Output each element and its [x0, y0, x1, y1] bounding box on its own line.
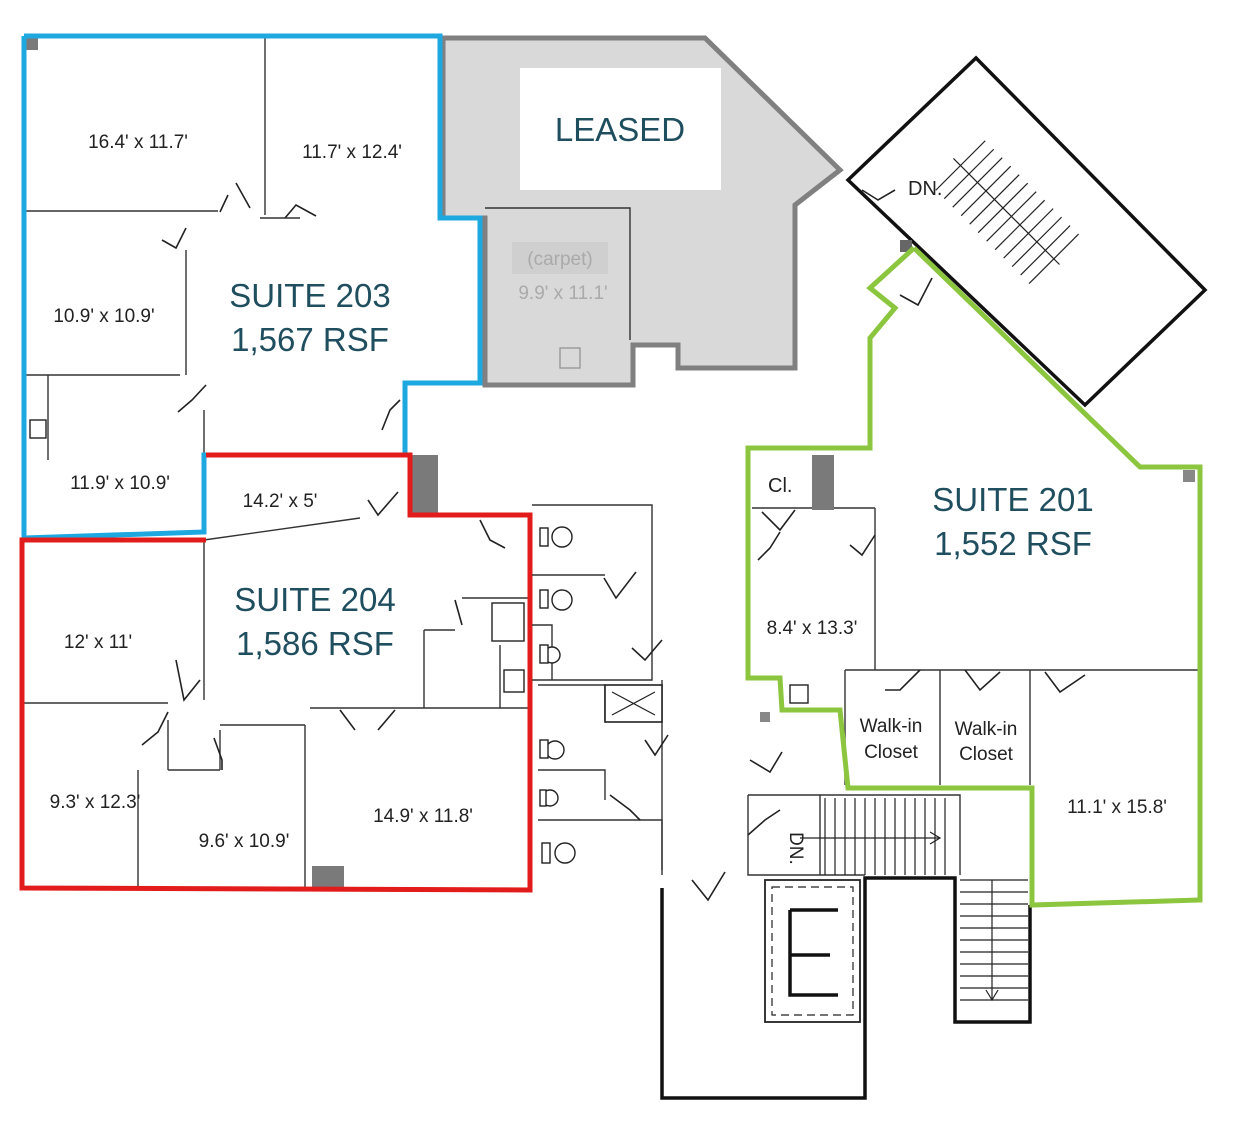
leased-label: LEASED	[555, 111, 685, 148]
suite-201-name: SUITE 201	[932, 481, 1093, 518]
stair-mid-dn-label: DN.	[785, 832, 806, 865]
suite-201-area: 1,552 RSF	[934, 525, 1092, 562]
suite-203-walls	[24, 38, 400, 460]
room-9-3x12-3: 9.3' x 12.3'	[50, 792, 141, 813]
suite-203-boundary	[21, 33, 483, 541]
suite-204-walls	[24, 455, 528, 888]
walkin-closet-1-line2: Closet	[864, 742, 919, 763]
suite-201-boundary	[745, 246, 1203, 908]
leased-carpet-label: (carpet)	[527, 249, 592, 270]
suite-204-boundary	[19, 452, 533, 893]
suite-203-name: SUITE 203	[229, 277, 390, 314]
suite-204-area: 1,586 RSF	[236, 625, 394, 662]
upper-stair: DN.	[845, 55, 1208, 408]
leased-label-box	[520, 68, 721, 190]
room-8-4x13-3: 8.4' x 13.3'	[767, 618, 858, 639]
room-9-6x10-9: 9.6' x 10.9'	[199, 831, 290, 852]
carpet-tag	[512, 242, 608, 274]
room-11-1x15-8: 11.1' x 15.8'	[1067, 797, 1167, 818]
room-11-7x12-4: 11.7' x 12.4'	[302, 142, 402, 163]
closet-label: Cl.	[768, 475, 792, 497]
restroom-block	[532, 504, 726, 902]
suite-204-doors	[141, 491, 506, 770]
room-10-9x10-9: 10.9' x 10.9'	[53, 306, 154, 327]
room-11-9x10-9: 11.9' x 10.9'	[70, 473, 170, 494]
suite-203-doors	[161, 182, 401, 431]
stair-mid-treads	[800, 798, 946, 875]
room-14-2x5: 14.2' x 5'	[243, 491, 318, 512]
room-12x11: 12' x 11'	[64, 632, 132, 653]
lower-core: DN.	[660, 712, 1032, 1100]
room-14-9x11-8: 14.9' x 11.8'	[373, 806, 473, 827]
walkin-closet-2-line1: Walk-in	[955, 719, 1018, 740]
leased-room-dimension: 9.9' x 11.1'	[518, 283, 607, 304]
suite-201-doors	[757, 509, 1086, 694]
room-16-4x11-7: 16.4' x 11.7'	[88, 132, 188, 153]
stair-lower-treads	[960, 879, 1028, 1002]
walkin-closet-1-line1: Walk-in	[860, 716, 923, 737]
suite-204-name: SUITE 204	[234, 581, 395, 618]
walkin-closet-2-line2: Closet	[959, 744, 1014, 765]
stair-top-dn-label: DN.	[908, 178, 942, 200]
suite-203-area: 1,567 RSF	[231, 321, 389, 358]
suite-201-walls	[752, 455, 1198, 785]
